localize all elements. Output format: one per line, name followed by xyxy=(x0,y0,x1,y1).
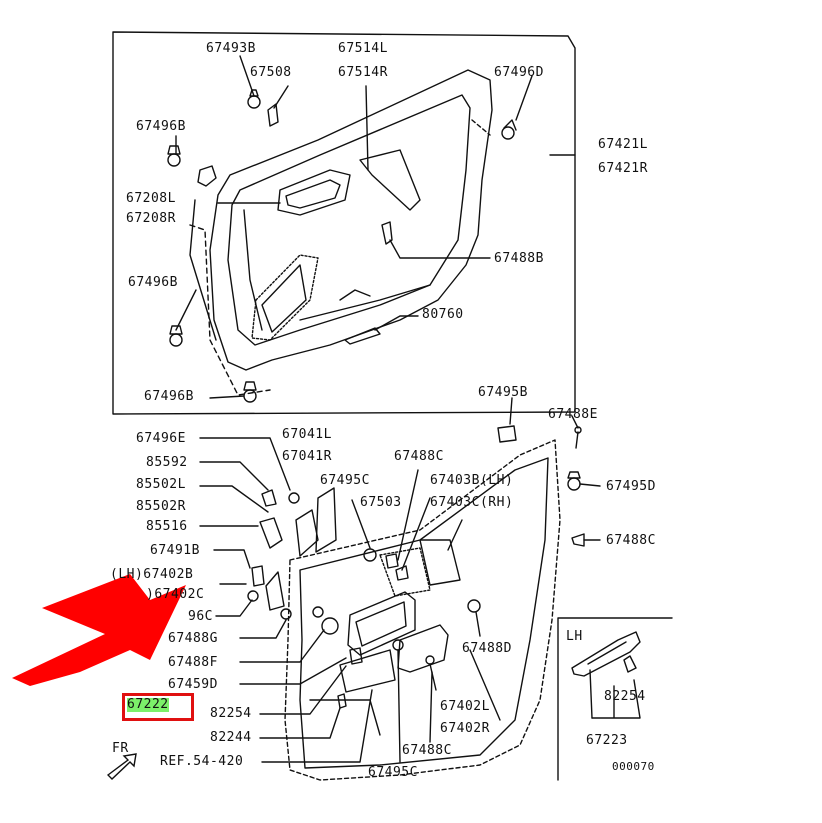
label-67488E: 67488E xyxy=(548,407,598,422)
label-67041R: 67041R xyxy=(282,449,332,464)
highlight-box xyxy=(122,693,194,721)
label-67488F: 67488F xyxy=(168,655,218,670)
label-67514L: 67514L xyxy=(338,41,388,56)
label-67403C: 67403C(RH) xyxy=(430,495,514,510)
top-frame xyxy=(112,31,576,415)
label-67488B: 67488B xyxy=(494,251,544,266)
label-67459D: 67459D xyxy=(168,677,218,692)
label-67041L: 67041L xyxy=(282,427,332,442)
label-67402L: 67402L xyxy=(440,699,490,714)
label-67495C-a: 67495C xyxy=(320,473,370,488)
lh-switch-panel xyxy=(571,631,641,677)
label-67496E: 67496E xyxy=(136,431,186,446)
label-fr: FR xyxy=(112,741,129,756)
label-67491B: 67491B xyxy=(150,543,200,558)
label-67495B: 67495B xyxy=(478,385,528,400)
label-67496B-a: 67496B xyxy=(136,119,186,134)
label-80760: 80760 xyxy=(422,307,464,322)
label-67402C: )67402C xyxy=(146,587,205,602)
label-67403B: 67403B(LH) xyxy=(430,473,514,488)
label-67496C: 96C xyxy=(188,609,213,624)
label-82254-a: 82254 xyxy=(210,706,252,721)
label-67421R: 67421R xyxy=(598,161,648,176)
upper-door-trim-panel xyxy=(189,69,493,371)
label-85516: 85516 xyxy=(146,519,188,534)
label-67495D: 67495D xyxy=(606,479,656,494)
figure-number: 000070 xyxy=(612,760,655,773)
label-85502R: 85502R xyxy=(136,499,186,514)
label-67488C-c: 67488C xyxy=(402,743,452,758)
label-67496B-b: 67496B xyxy=(128,275,178,290)
label-67493B: 67493B xyxy=(206,41,256,56)
label-67488G: 67488G xyxy=(168,631,218,646)
lower-door-trim-panel xyxy=(284,439,561,781)
label-67508: 67508 xyxy=(250,65,292,80)
label-67208R: 67208R xyxy=(126,211,176,226)
top-clips xyxy=(167,89,517,403)
label-67222: 67222 xyxy=(127,697,169,712)
label-85592: 85592 xyxy=(146,455,188,470)
label-67503: 67503 xyxy=(360,495,402,510)
red-arrow xyxy=(12,574,186,686)
label-67223: 67223 xyxy=(586,733,628,748)
label-82254-b: 82254 xyxy=(604,689,646,704)
fr-arrow-icon xyxy=(106,753,137,780)
label-lh: LH xyxy=(566,629,583,644)
label-67488C-a: 67488C xyxy=(394,449,444,464)
label-67402B: (LH)67402B xyxy=(110,567,194,582)
lh-inset-frame xyxy=(557,617,673,781)
label-67496D: 67496D xyxy=(494,65,544,80)
label-82244: 82244 xyxy=(210,730,252,745)
label-ref: REF.54-420 xyxy=(160,754,244,769)
label-67421L: 67421L xyxy=(598,137,648,152)
label-67496B-c: 67496B xyxy=(144,389,194,404)
label-67208L: 67208L xyxy=(126,191,176,206)
label-67514R: 67514R xyxy=(338,65,388,80)
label-67488D: 67488D xyxy=(462,641,512,656)
label-67488C-b: 67488C xyxy=(606,533,656,548)
label-67495C-b: 67495C xyxy=(368,765,418,780)
label-67402R: 67402R xyxy=(440,721,490,736)
label-85502L: 85502L xyxy=(136,477,186,492)
lower-clips xyxy=(247,425,585,709)
